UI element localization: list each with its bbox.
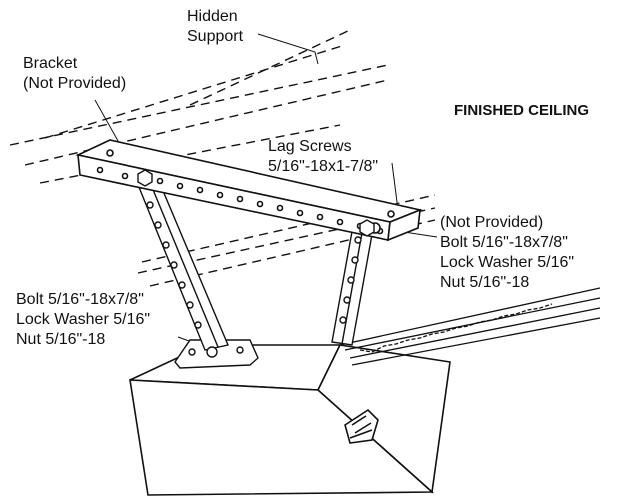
hidden-support-line-2: Support [187, 28, 244, 45]
finished-ceiling-label: FINISHED CEILING [454, 102, 590, 119]
right-hardware-line-3: Lock Washer 5/16" [440, 254, 575, 271]
left-hardware-line-2: Lock Washer 5/16" [16, 311, 151, 328]
hidden-support-line-1: Hidden [187, 8, 238, 25]
lag-screws-label: Lag Screws 5/16"-18x1-7/8" [268, 137, 378, 177]
right-hardware-label: (Not Provided) Bolt 5/16"-18x7/8" Lock W… [440, 213, 574, 293]
lag-screws-line-2: 5/16"-18x1-7/8" [268, 158, 379, 175]
right-hardware-line-2: Bolt 5/16"-18x7/8" [440, 234, 568, 251]
bracket-line-1: Bracket [23, 55, 78, 72]
left-hardware-label: Bolt 5/16"-18x7/8" Lock Washer 5/16" Nut… [16, 290, 150, 350]
lag-screws-line-1: Lag Screws [268, 138, 352, 155]
right-hardware-line-1: (Not Provided) [440, 214, 544, 231]
bracket-bolts [137, 169, 375, 237]
opener-motor-head [129, 344, 451, 496]
bracket-label: Bracket (Not Provided) [23, 54, 126, 94]
hidden-support-label: Hidden Support [187, 7, 243, 47]
left-hardware-line-3: Nut 5/16"-18 [16, 331, 106, 348]
left-hardware-line-1: Bolt 5/16"-18x7/8" [16, 291, 144, 308]
bracket-line-2: (Not Provided) [23, 75, 127, 92]
rail-assembly [339, 287, 601, 366]
right-hardware-line-4: Nut 5/16"-18 [440, 274, 530, 291]
